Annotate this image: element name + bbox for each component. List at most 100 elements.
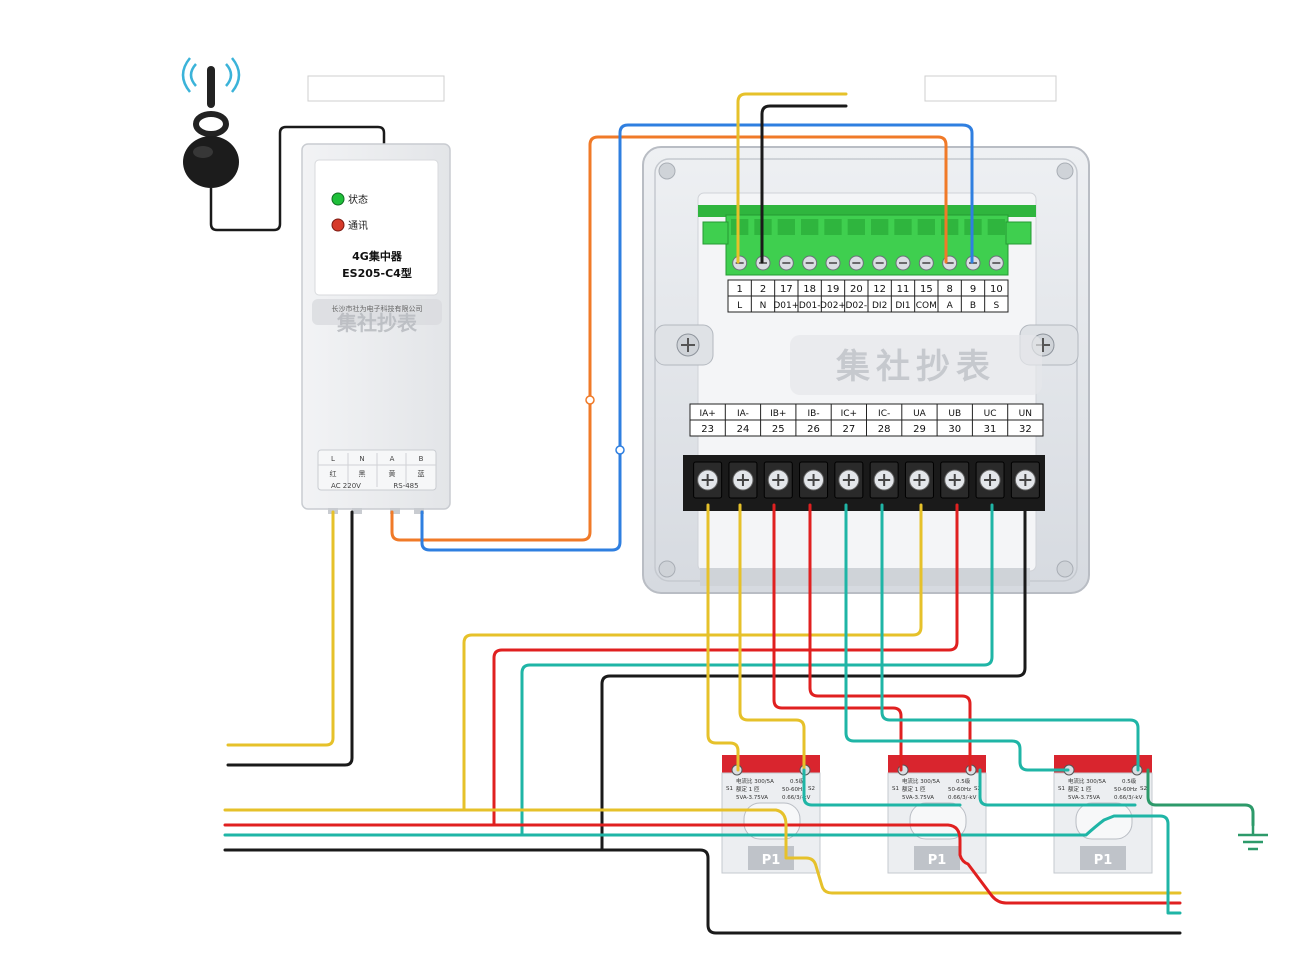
bottom-terminal-number: 23 — [701, 424, 714, 435]
ground-icon — [1238, 825, 1268, 851]
ct-kv: 0.66/3/-kV — [782, 795, 811, 801]
top-terminal-number: 2 — [760, 284, 766, 295]
uc-tap-wire — [520, 503, 994, 837]
label-box-right — [924, 75, 1057, 102]
conc-terminal-mark: 黄 — [389, 469, 396, 478]
conc-terminal-mark: 黑 — [359, 470, 366, 478]
ct-freq: 50-60Hz — [1114, 787, 1137, 793]
bottom-terminal-label: UC — [984, 409, 997, 419]
ct-va: 5VA-3.75VA — [736, 795, 768, 801]
terminal-slot — [941, 219, 959, 235]
top-terminal-number: 18 — [803, 284, 816, 295]
top-terminal-label: S — [993, 301, 999, 311]
bottom-terminal-number: 25 — [772, 424, 785, 435]
comm-label: 通讯 — [348, 220, 368, 232]
phase-b-through — [888, 823, 1182, 905]
ct-top — [1054, 755, 1152, 777]
top-terminal-label: A — [947, 301, 954, 311]
ct-ratio: 电流比 300/5A — [902, 777, 940, 785]
terminal-slot — [847, 219, 865, 235]
top-terminal-number: 9 — [970, 284, 976, 295]
bottom-terminal-label: IA- — [737, 409, 749, 419]
top-terminal-label: COM — [916, 301, 937, 311]
conc-terminal-letter: N — [359, 455, 364, 463]
top-terminal-label: DI2 — [872, 301, 887, 311]
green-terminal-block — [698, 205, 1036, 276]
bottom-terminal-label: UA — [913, 409, 927, 419]
top-terminal-number: 17 — [780, 284, 793, 295]
top-terminal-label: D02+ — [820, 301, 846, 311]
meter-neutral-wire — [760, 104, 848, 264]
ub-tap-wire — [492, 503, 959, 827]
ct-top — [888, 755, 986, 777]
status-label: 状态 — [348, 193, 368, 206]
ct-foot — [914, 846, 960, 870]
bottom-terminal-number: 31 — [984, 424, 997, 435]
bottom-terminal-number: 24 — [737, 424, 750, 435]
rs485-a-wire — [390, 135, 948, 542]
ic-plus-wire — [844, 503, 1070, 772]
ct-turns: 额定 1 匝 — [1068, 785, 1092, 793]
ct-foot — [1080, 846, 1126, 870]
top-terminal-label: B — [970, 301, 976, 311]
ct-link-b — [978, 768, 1137, 807]
bottom-terminal-label: UN — [1019, 409, 1032, 419]
ct-turns: 额定 1 匝 — [736, 785, 760, 793]
ct-top — [722, 755, 820, 777]
rs485-junction — [615, 445, 625, 455]
bottom-terminal-number: 32 — [1019, 424, 1032, 435]
rs485-junction — [585, 395, 595, 405]
bottom-terminal-label: IB- — [808, 409, 820, 419]
rs485-port-label: RS-485 — [393, 482, 418, 490]
un-tap-wire — [600, 503, 1027, 852]
ia-minus-wire — [738, 503, 806, 772]
ib-plus-wire — [772, 503, 903, 772]
ct-turns: 额定 1 匝 — [902, 785, 926, 793]
concentrator-name: 4G集中器 — [352, 249, 403, 263]
ct-link-a — [802, 768, 962, 807]
ct-class: 0.5级 — [790, 777, 805, 785]
bottom-terminal-label: IC+ — [841, 409, 857, 419]
top-terminal-label: D01+ — [773, 301, 799, 311]
ct-p1: P1 — [762, 853, 781, 868]
ib-minus-wire — [808, 503, 972, 772]
terminal-slot — [824, 219, 842, 235]
ct-s2: S2 — [1140, 786, 1147, 792]
conc-terminal-letter: A — [390, 455, 395, 463]
power-input-label: AC 220V — [331, 482, 361, 490]
top-terminal-number: 11 — [897, 284, 910, 295]
meter-watermark: 集社抄表 — [835, 347, 996, 387]
bottom-terminal-number: 29 — [913, 424, 926, 435]
ct-s1: S1 — [892, 786, 899, 792]
top-terminal-number: 1 — [736, 284, 742, 295]
bottom-terminal-label: UB — [948, 409, 961, 419]
top-terminal-label: N — [760, 301, 767, 311]
ua-tap-wire — [462, 503, 923, 812]
conc-live-wire — [226, 510, 335, 747]
ct-va: 5VA-3.75VA — [1068, 795, 1100, 801]
terminal-slot — [777, 219, 795, 235]
conc-terminal-mark: 红 — [330, 469, 337, 478]
bottom-terminal-number: 26 — [807, 424, 820, 435]
terminal-slot — [731, 219, 749, 235]
ct-link-c — [1146, 768, 1255, 827]
phase-a-through — [726, 808, 1182, 895]
terminal-slot — [801, 219, 819, 235]
ct-s2: S2 — [808, 786, 815, 792]
antenna-cable — [209, 125, 386, 232]
top-terminal-label: D01- — [799, 301, 821, 311]
ia-plus-wire — [706, 503, 740, 772]
top-terminal-label: DI1 — [895, 301, 910, 311]
conc-neutral-wire — [226, 510, 354, 767]
conc-terminal-mark: 蓝 — [418, 469, 425, 478]
top-terminal-number: 10 — [990, 284, 1003, 295]
top-terminal-label: L — [737, 301, 742, 311]
ic-minus-wire — [880, 503, 1140, 772]
top-terminal-label: D02- — [846, 301, 868, 311]
ct-ratio: 电流比 300/5A — [1068, 777, 1106, 785]
ct-kv: 0.66/3/-kV — [948, 795, 977, 801]
bottom-terminal-number: 27 — [842, 424, 855, 435]
